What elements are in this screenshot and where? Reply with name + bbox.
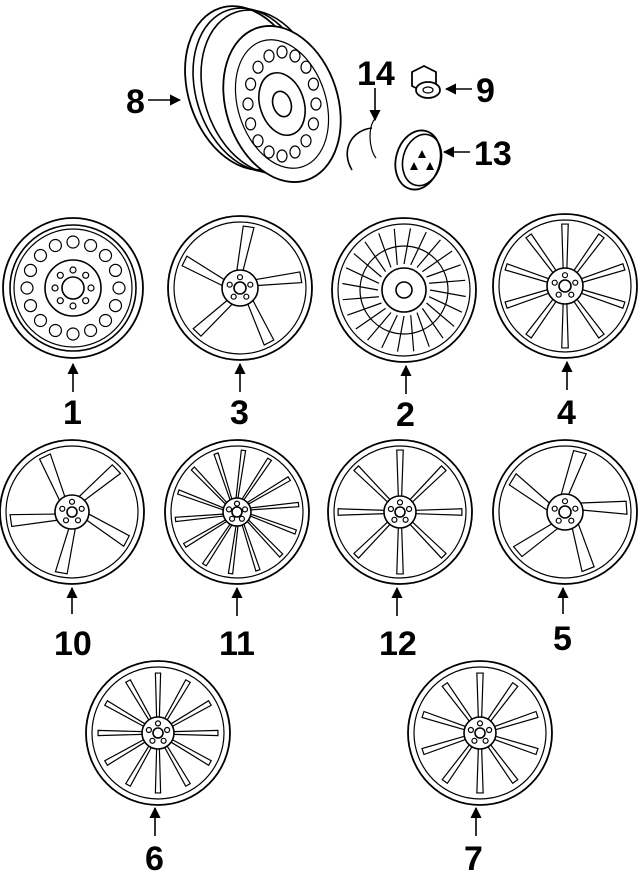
wheel-part-6[interactable] bbox=[85, 660, 231, 806]
center-cap-part-13[interactable] bbox=[389, 125, 447, 194]
wheel-part-3[interactable] bbox=[167, 215, 313, 361]
callout-label-6: 6 bbox=[145, 840, 164, 878]
callout-label-2: 2 bbox=[396, 396, 415, 434]
lug-nut-part-9[interactable] bbox=[411, 64, 441, 99]
callout-label-5: 5 bbox=[553, 620, 572, 658]
callout-label-8: 8 bbox=[126, 83, 145, 121]
callout-label-12: 12 bbox=[379, 625, 417, 663]
callout-label-7: 7 bbox=[464, 840, 483, 878]
callout-label-10: 10 bbox=[54, 625, 92, 663]
callout-label-14: 14 bbox=[357, 55, 395, 93]
callout-label-13: 13 bbox=[474, 135, 512, 173]
wheel-part-10[interactable] bbox=[0, 439, 145, 585]
wheel-part-4[interactable] bbox=[492, 213, 638, 359]
callout-label-1: 1 bbox=[63, 394, 82, 432]
balance-weight-part-14[interactable] bbox=[346, 127, 373, 171]
wheel-part-1[interactable] bbox=[2, 217, 144, 359]
callout-label-11: 11 bbox=[219, 625, 255, 663]
wheel-part-2[interactable] bbox=[331, 217, 477, 363]
callout-label-4: 4 bbox=[557, 394, 576, 432]
wheel-part-12[interactable] bbox=[327, 439, 473, 585]
callout-label-9: 9 bbox=[476, 72, 495, 110]
wheel-part-5[interactable] bbox=[492, 439, 638, 585]
wheel-part-7[interactable] bbox=[407, 660, 553, 806]
callout-label-3: 3 bbox=[230, 394, 249, 432]
wheel-part-11[interactable] bbox=[164, 439, 310, 585]
steel-wheel-part-8[interactable] bbox=[165, 0, 360, 197]
